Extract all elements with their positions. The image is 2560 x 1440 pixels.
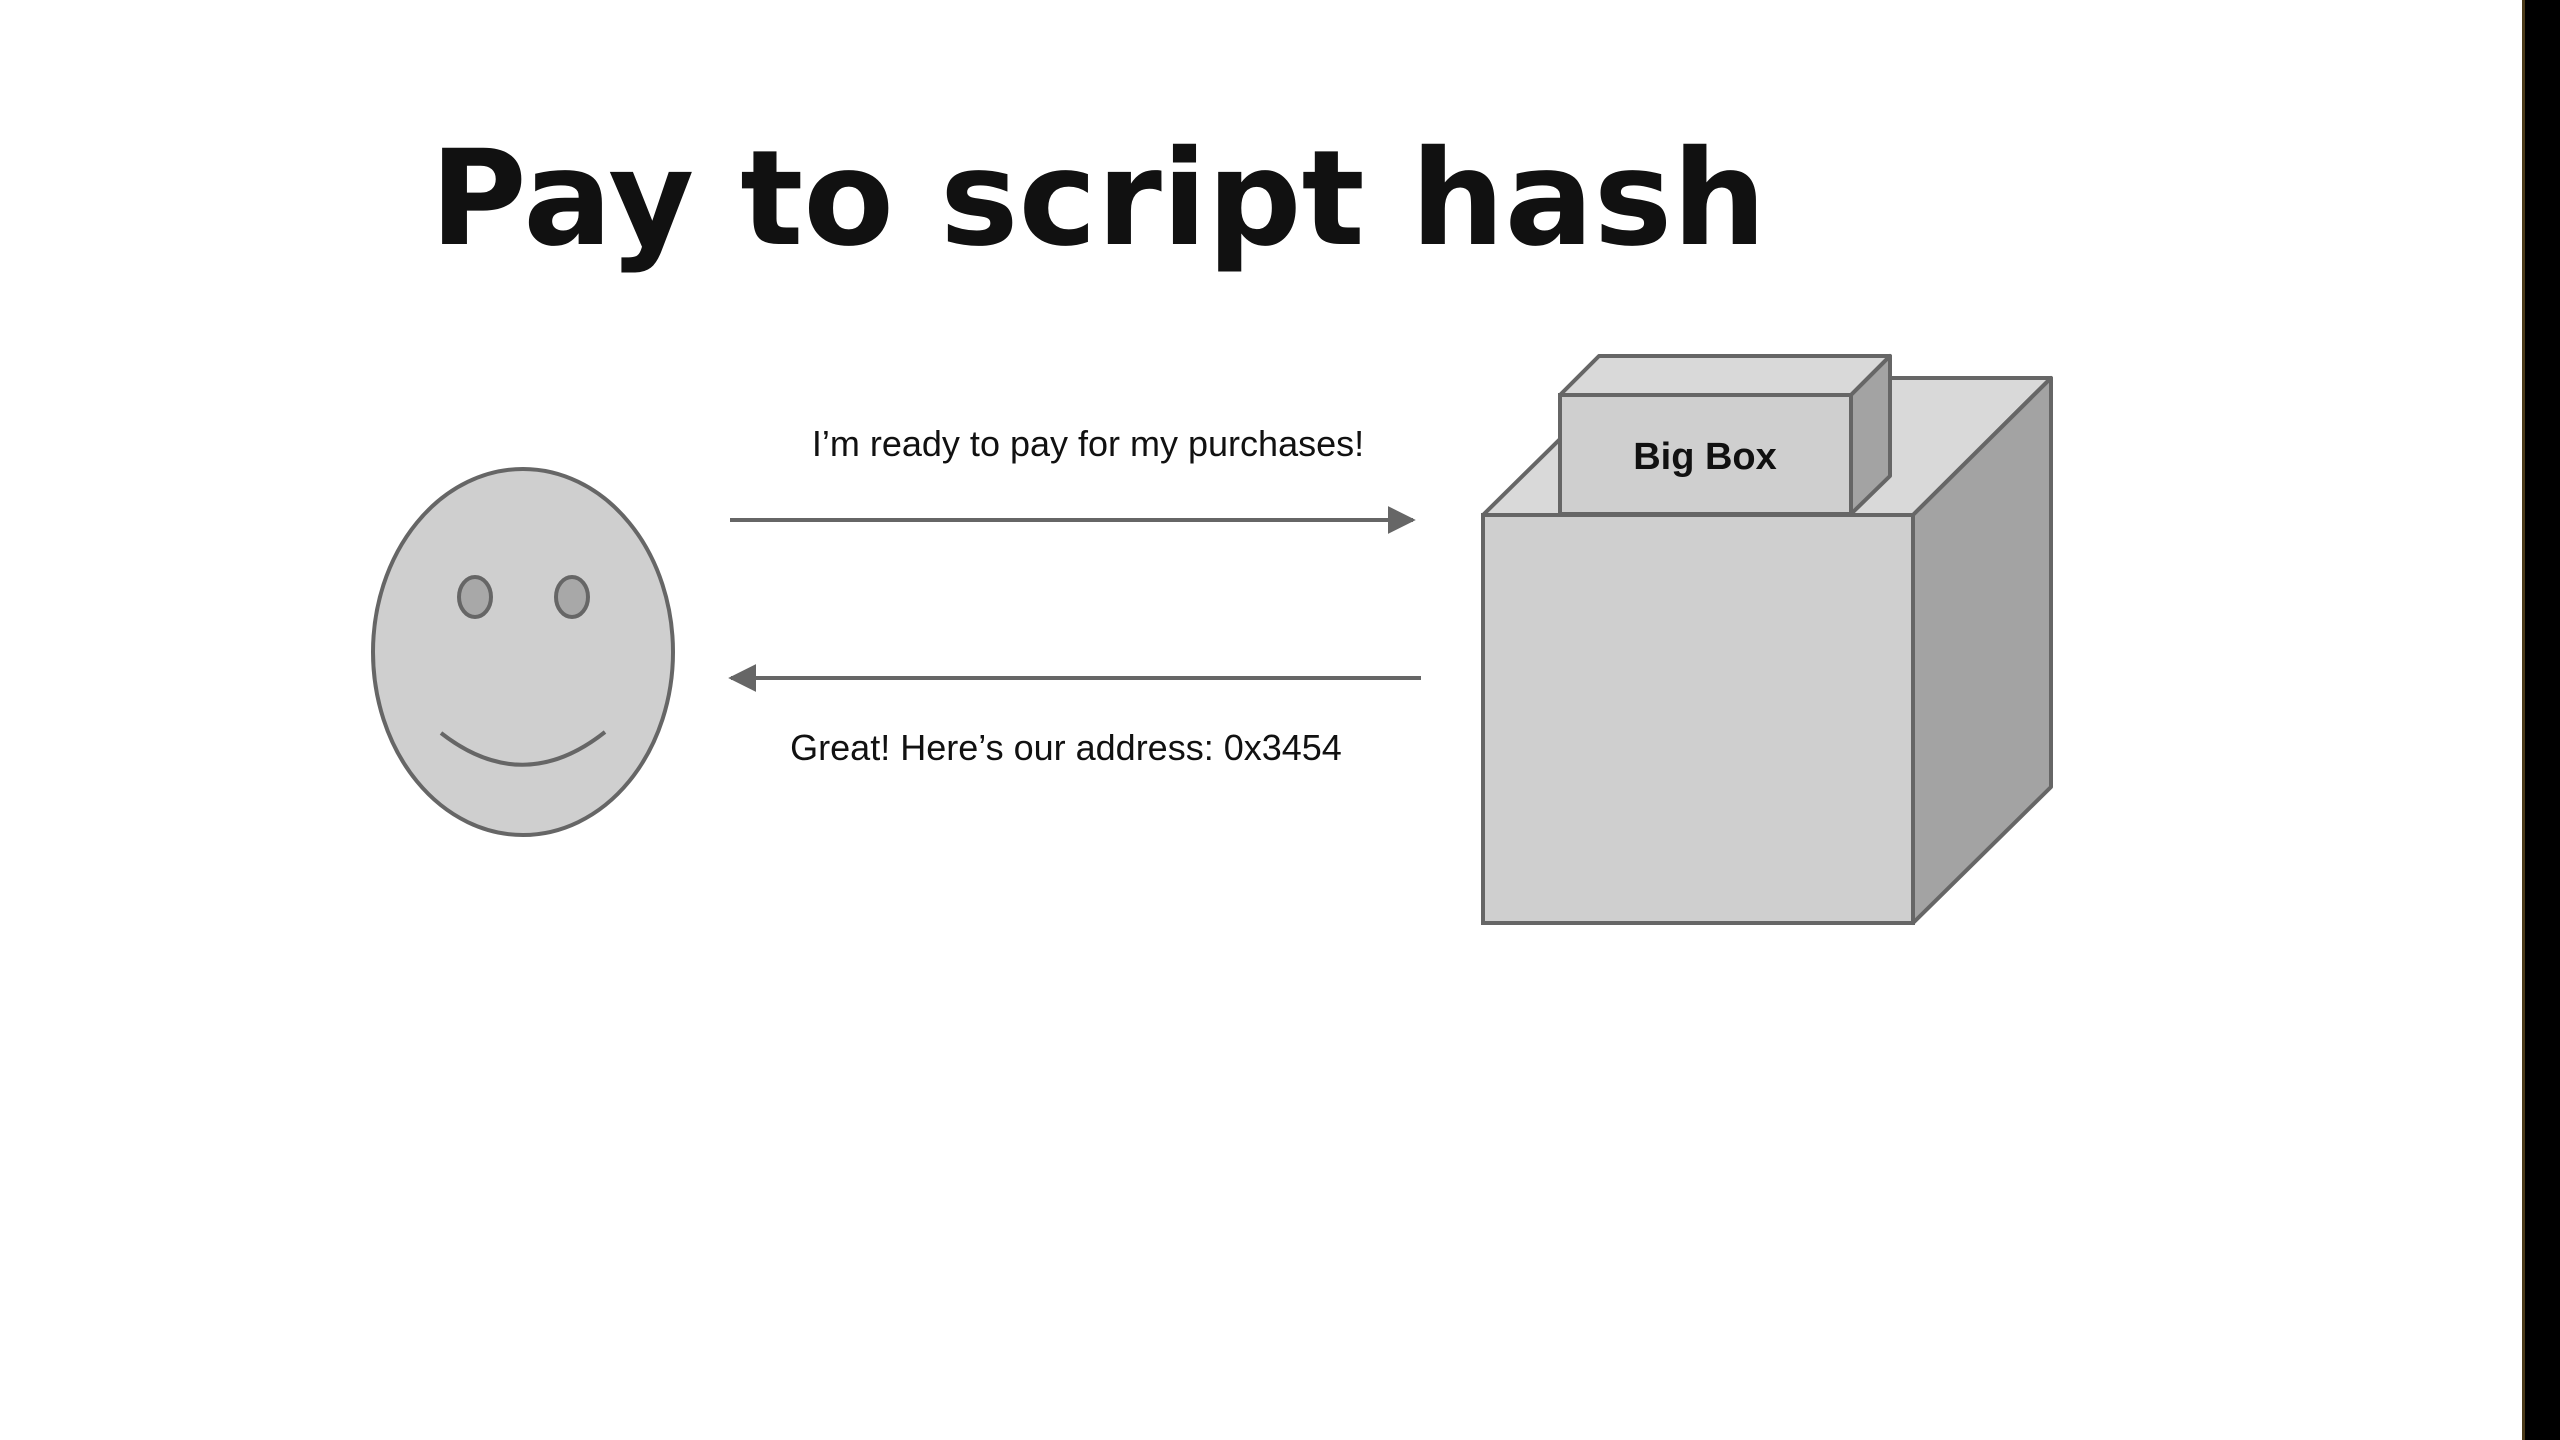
presentation-frame-edge (2522, 0, 2525, 1440)
request-message: I’m ready to pay for my purchases! (812, 423, 1364, 464)
customer-smiley-icon (371, 467, 675, 837)
slide-title: Pay to script hash (430, 122, 1767, 276)
sign-front-face (1558, 393, 1853, 516)
sign-top-face (1558, 354, 1892, 397)
big-box-label: Big Box (1633, 436, 1777, 478)
response-message: Great! Here’s our address: 0x3454 (790, 727, 1342, 768)
smiley-mouth (439, 730, 607, 767)
smiley-head (371, 467, 675, 837)
big-box-sign: Big Box (1558, 354, 1892, 516)
cube-front-face (1481, 513, 1915, 925)
smiley-left-eye (457, 575, 493, 619)
smiley-right-eye (554, 575, 590, 619)
presentation-frame-bar (2522, 0, 2560, 1440)
